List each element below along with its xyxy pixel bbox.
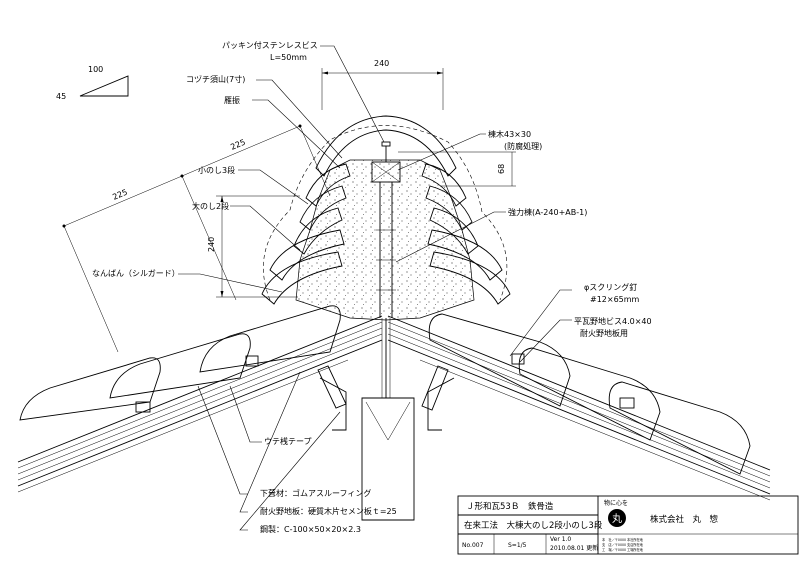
dimension-lines — [62, 68, 516, 353]
label-shitabuki: 下葺材：ゴムアスルーフィング — [260, 488, 371, 498]
title-no: No.007 — [462, 542, 484, 549]
ridge-assembly — [261, 115, 511, 321]
dim-ridge-width: 240 — [374, 59, 389, 68]
title-version: Ver 1.0 — [550, 536, 571, 543]
address-line1: 本 社／〒0000 本社所在地 — [602, 537, 644, 542]
roof-right — [387, 313, 771, 501]
roof-left — [17, 305, 383, 493]
slope-rise-text: 45 — [56, 92, 66, 101]
logo-caption: 物に心を — [604, 499, 628, 507]
slope-indicator: 100 45 — [56, 65, 129, 101]
label-konoshi: 小のし3段 — [198, 165, 235, 175]
label-packing-screw: パッキン付ステンレスビス — [222, 40, 318, 50]
labels: パッキン付ステンレスビス L=50mm コヅチ須山(7寸) 雁振 小のし3段 大… — [92, 40, 652, 534]
label-tape: ウテ桟テープ — [264, 436, 312, 446]
dim-height-240: 240 — [207, 237, 216, 252]
slope-run-text: 100 — [88, 65, 103, 74]
label-nanban: なんばん（シルガード） — [92, 268, 180, 278]
label-kozuchi: コヅチ須山(7寸) — [186, 74, 245, 84]
label-nojiita: 耐火野地板：硬質木片セメン板ｔ=25 — [260, 506, 397, 516]
leader-lines — [178, 45, 572, 531]
label-gan: 雁振 — [224, 95, 240, 105]
label-munagi-note: (防腐処理) — [504, 141, 542, 151]
label-kyoryoku: 強力棟(A-240+AB-1) — [508, 207, 587, 217]
label-ring-nail: φスクリング釘 — [584, 282, 637, 292]
company-logo — [608, 509, 626, 527]
label-oonoshi: 大のし2段 — [192, 201, 229, 211]
label-hiragawara-note: 耐火野地板用 — [580, 328, 628, 338]
label-hiragawara-screw: 平瓦野地ビス4.0×40 — [574, 316, 652, 326]
label-steel: 鋼製：C-100×50×20×2.3 — [260, 524, 361, 534]
logo-char: 丸 — [612, 512, 622, 525]
title-row1: Ｊ形和瓦53Ｂ 鉄骨造 — [466, 501, 554, 512]
label-munagi: 棟木43×30 — [488, 129, 531, 139]
address-line3: 工 場／〒0000 工場所在地 — [602, 547, 644, 552]
title-row2: 在来工法 大棟大のし2段小のし3段 — [464, 520, 603, 531]
company-name: 株式会社 丸 惣 — [650, 514, 719, 525]
steel-beam — [319, 318, 455, 521]
title-block: Ｊ形和瓦53Ｂ 鉄骨造 在来工法 大棟大のし2段小のし3段 No.007 S=1… — [457, 495, 799, 555]
dim-height-68: 68 — [497, 164, 506, 174]
label-ring-nail-size: #12×65mm — [590, 295, 640, 304]
title-date: 2010.08.01 更新 — [550, 544, 598, 552]
title-scale: S=1/5 — [508, 542, 527, 549]
address-line2: 支 店／〒0000 支店所在地 — [602, 542, 644, 547]
label-screw-length: L=50mm — [270, 53, 307, 62]
